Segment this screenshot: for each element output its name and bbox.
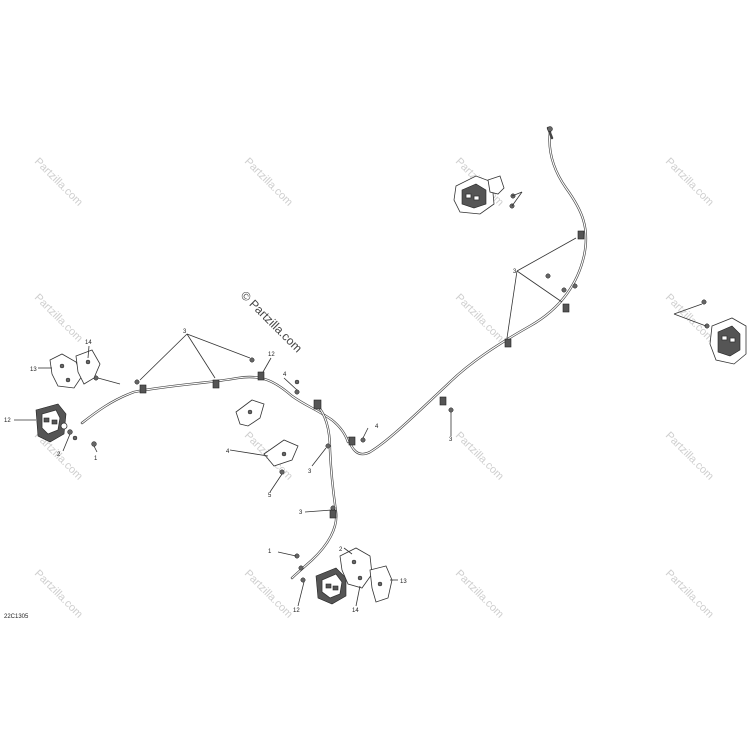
- callout-4: 4: [375, 424, 379, 430]
- callout-13: 13: [30, 367, 37, 373]
- caliper-bracket-front-left: [49, 349, 101, 389]
- callout-12: 12: [293, 608, 300, 614]
- brake-line-rear-right: [346, 130, 588, 456]
- callouts: 3 3 12 4 4 3 3 3 5 4 1 12 14 13 2 12 13 …: [4, 269, 517, 614]
- watermark: Partzilla.com: [663, 292, 716, 345]
- brake-caliper-rear-top: [453, 175, 505, 215]
- clip: [139, 384, 147, 394]
- callout-3: 3: [308, 469, 312, 475]
- brake-line-front-right: [290, 402, 338, 580]
- clip: [313, 399, 322, 410]
- watermark: Partzilla.com: [663, 430, 716, 483]
- leader-lines: [14, 191, 707, 607]
- callout-1: 1: [94, 456, 98, 462]
- watermark: Partzilla.com: [242, 568, 295, 621]
- watermark: Partzilla.com: [32, 292, 85, 345]
- diagram-code: 22C1305: [4, 614, 29, 620]
- callout-3: 3: [513, 269, 517, 275]
- clip: [577, 230, 585, 240]
- watermark: Partzilla.com: [453, 292, 506, 345]
- callout-3: 3: [299, 510, 303, 516]
- watermark-layer: Partzilla.com Partzilla.com Partzilla.co…: [32, 156, 716, 621]
- clip: [212, 379, 220, 389]
- callout-2: 2: [57, 452, 61, 458]
- line-bracket-center: [235, 399, 299, 467]
- watermark: Partzilla.com: [453, 568, 506, 621]
- watermark: Partzilla.com: [453, 430, 506, 483]
- watermark: Partzilla.com: [663, 568, 716, 621]
- caliper-bracket-front-right: [339, 547, 393, 603]
- clip: [257, 371, 265, 381]
- callout-1: 1: [268, 549, 272, 555]
- callout-12: 12: [4, 418, 11, 424]
- brake-caliper-rear-right: [709, 317, 747, 365]
- callout-4: 4: [283, 372, 287, 378]
- brake-caliper-front-left: [35, 403, 68, 443]
- callout-2: 2: [339, 547, 343, 553]
- callout-3: 3: [449, 437, 453, 443]
- fasteners: [67, 193, 710, 583]
- clip: [439, 396, 447, 406]
- callout-14: 14: [352, 608, 359, 614]
- brake-caliper-front-right: [315, 567, 347, 605]
- callout-3: 3: [183, 329, 187, 335]
- clip: [562, 303, 570, 313]
- line-clips: [139, 230, 585, 519]
- callout-13: 13: [400, 579, 407, 585]
- clip: [348, 436, 356, 446]
- watermark-main: © Partzilla.com: [238, 288, 305, 355]
- clip: [329, 509, 337, 519]
- line-fitting: [547, 126, 553, 132]
- watermark: Partzilla.com: [663, 156, 716, 209]
- callout-12: 12: [268, 352, 275, 358]
- watermark: Partzilla.com: [32, 568, 85, 621]
- callout-4: 4: [226, 449, 230, 455]
- watermark: Partzilla.com: [32, 156, 85, 209]
- callout-14: 14: [85, 340, 92, 346]
- watermark: Partzilla.com: [242, 156, 295, 209]
- clip: [504, 338, 512, 348]
- callout-5: 5: [268, 493, 272, 499]
